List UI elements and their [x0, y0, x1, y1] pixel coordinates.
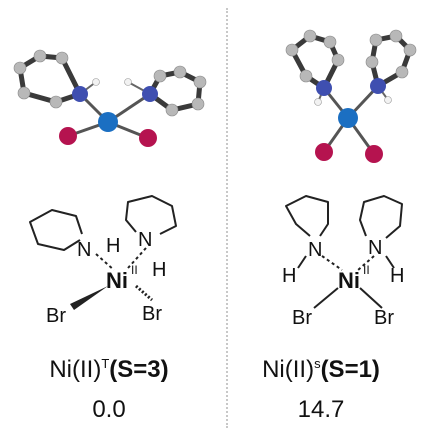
ball-stick-model-triplet — [13, 49, 207, 147]
atom-br-left: Br — [292, 307, 312, 329]
atom-h-left: H — [106, 235, 120, 257]
structure-drawing-singlet: N H N H Ni II Br Br — [282, 195, 404, 329]
label-main: Ni(II) — [49, 356, 102, 383]
label-main: Ni(II) — [262, 356, 315, 383]
state-label-singlet: Ni(II)s(S=1) — [216, 356, 425, 384]
atom-oxidation: II — [363, 263, 370, 277]
label-spin: (S=1) — [320, 356, 380, 383]
atom-n-left: N — [308, 239, 322, 261]
atom-br-left: Br — [46, 305, 66, 327]
label-spin: (S=3) — [109, 356, 169, 383]
atom-h-right: H — [152, 259, 166, 281]
energy-value-singlet: 14.7 — [297, 396, 345, 423]
structure-drawing-triplet: N H N H Ni II Br Br — [29, 195, 177, 327]
atom-metal: Ni — [106, 268, 128, 293]
atom-n-left: N — [77, 239, 91, 261]
atom-br-right: Br — [374, 307, 394, 329]
atom-n-right: N — [368, 237, 382, 259]
label-superscript: T — [101, 356, 110, 371]
panel-divider — [226, 8, 228, 428]
atom-br-right: Br — [142, 303, 162, 325]
ball-stick-model-singlet — [285, 29, 417, 163]
atom-h-right: H — [390, 265, 404, 287]
atom-oxidation: II — [131, 263, 138, 277]
state-label-triplet: Ni(II)T(S=3) — [4, 356, 214, 384]
atom-h-left: H — [282, 265, 296, 287]
label-superscript: s — [314, 356, 321, 371]
atom-n-right: N — [138, 229, 152, 251]
atom-metal: Ni — [338, 268, 360, 293]
energy-value-triplet: 0.0 — [92, 396, 126, 423]
